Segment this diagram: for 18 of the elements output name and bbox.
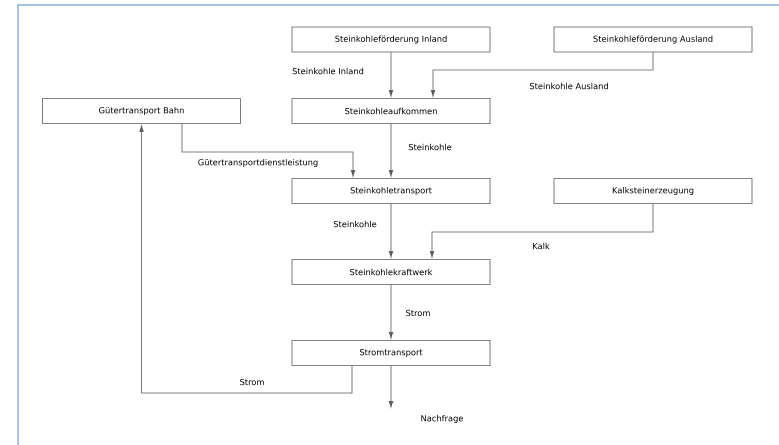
arrow bbox=[388, 52, 394, 97]
process-box: Stromtransport bbox=[292, 340, 490, 366]
arrow bbox=[388, 366, 394, 408]
arrow bbox=[388, 204, 394, 258]
process-box: Steinkohletransport bbox=[292, 178, 490, 204]
process-box: Steinkohleförderung Inland bbox=[292, 26, 490, 52]
process-box: Gütertransport Bahn bbox=[42, 98, 241, 124]
process-box: Kalksteinerzeugung bbox=[554, 178, 752, 204]
arrow bbox=[430, 52, 654, 97]
edge-label: Nachfrage bbox=[420, 414, 464, 424]
process-box: Steinkohlekraftwerk bbox=[292, 259, 490, 285]
arrow bbox=[388, 284, 394, 339]
arrow bbox=[182, 124, 356, 177]
arrow bbox=[430, 204, 654, 258]
process-box: Steinkohleaufkommen bbox=[292, 98, 490, 124]
arrow bbox=[139, 125, 352, 394]
arrow bbox=[388, 124, 394, 177]
process-box: Steinkohleförderung Ausland bbox=[554, 26, 752, 52]
